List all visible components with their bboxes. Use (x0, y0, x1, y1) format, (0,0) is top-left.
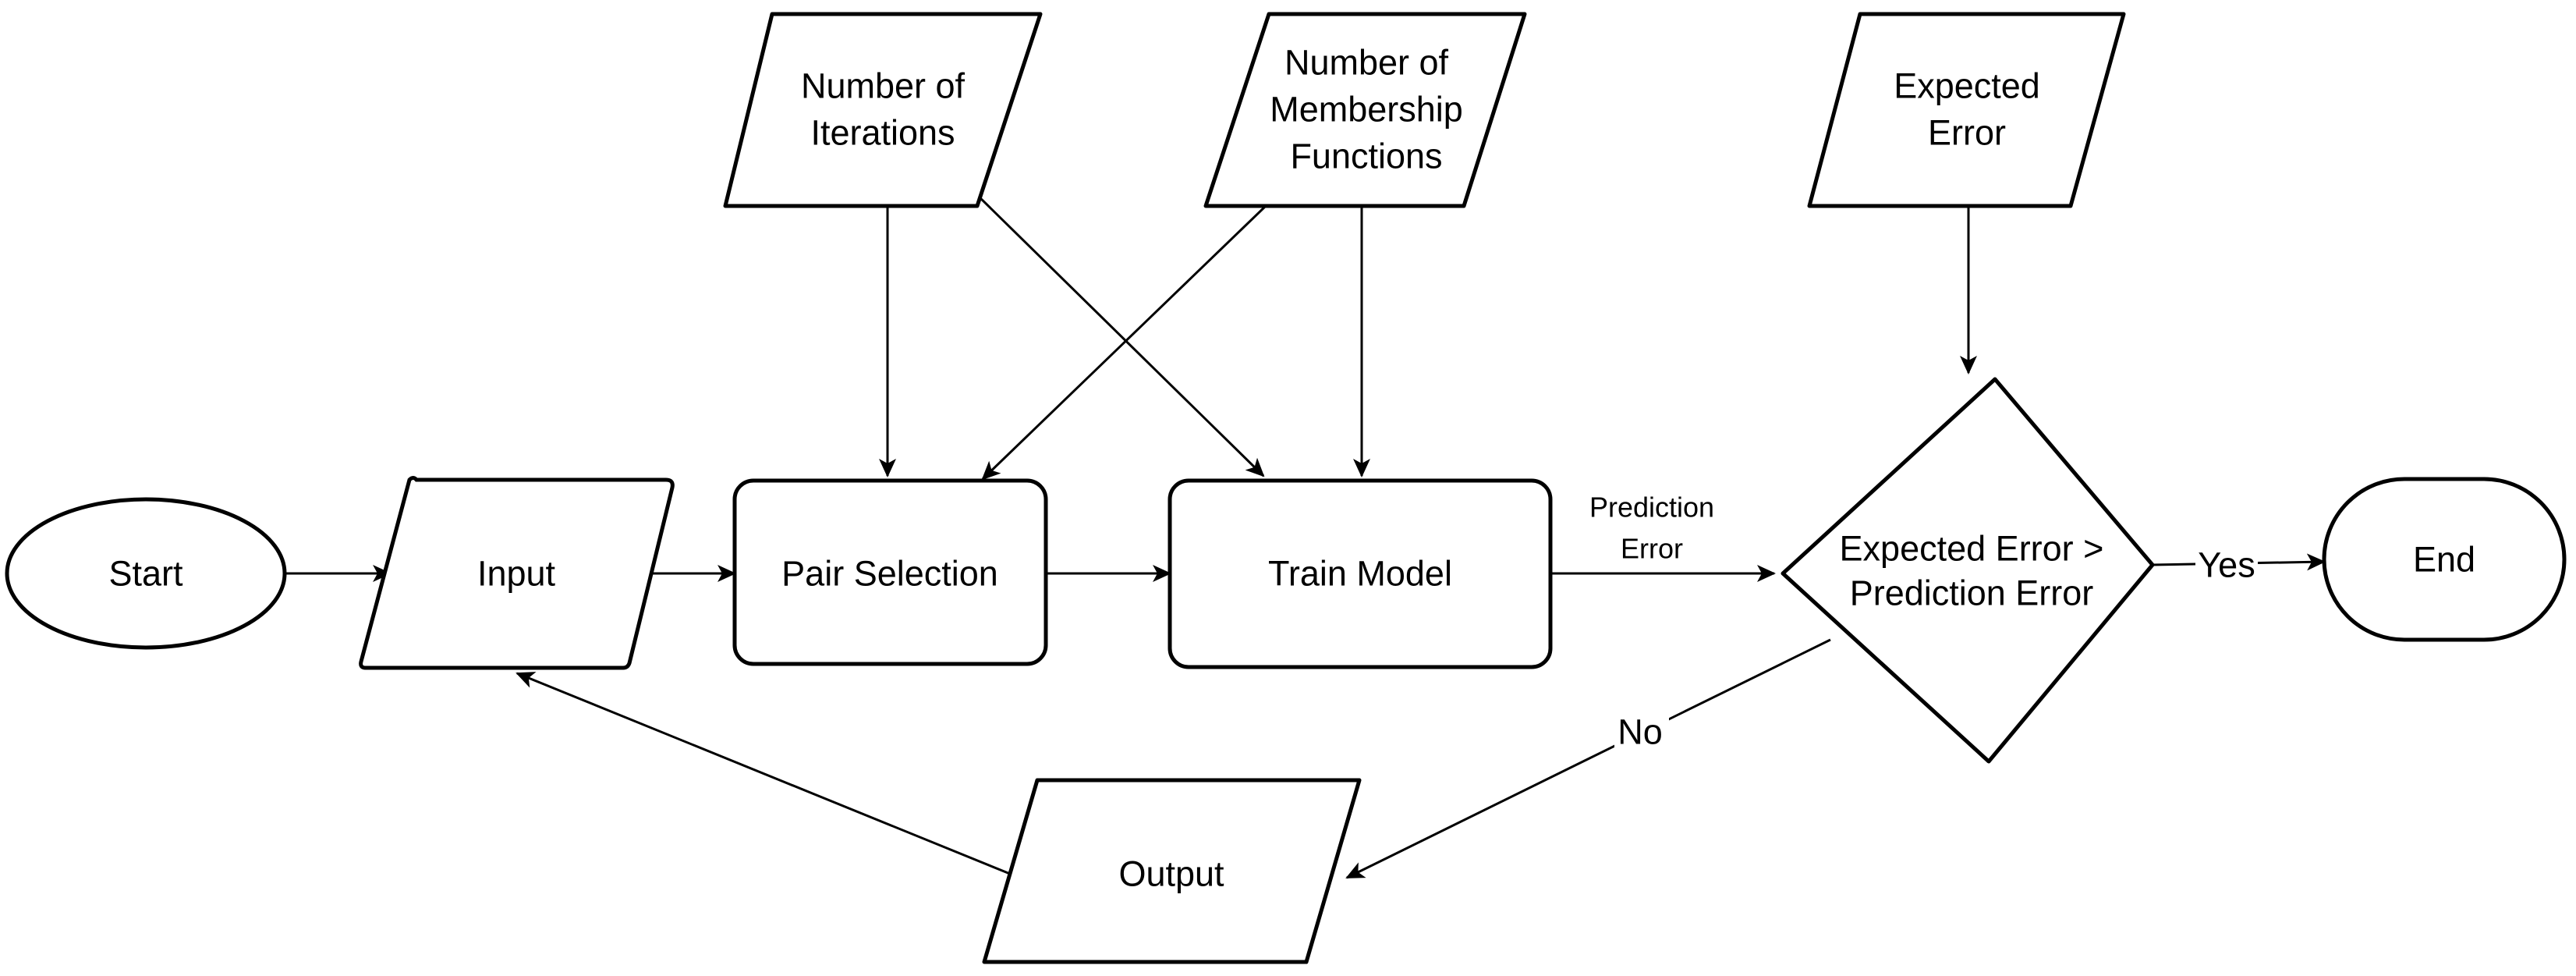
train-model-label: Train Model (1268, 554, 1452, 594)
edge-output-input (516, 672, 1011, 875)
end-label: End (2413, 540, 2475, 580)
prediction-error-label-line2: Error (1621, 533, 1683, 565)
iterations-label-line2: Iterations (810, 113, 955, 153)
input-node: Input (359, 476, 675, 670)
pair-selection-node: Pair Selection (732, 478, 1048, 666)
iterations-label-line1: Number of (801, 66, 966, 106)
expected-error-label-line2: Error (1928, 113, 2006, 153)
membership-label-line3: Functions (1290, 137, 1442, 176)
edge-decision-output (1345, 638, 1831, 879)
start-label: Start (108, 554, 183, 594)
decision-node: Expected Error > Prediction Error (1781, 377, 2155, 764)
edge-label-no: No (1614, 712, 1669, 752)
output-label: Output (1118, 854, 1224, 894)
expected-error-node: Expected Error (1807, 12, 2126, 208)
prediction-error-label-line1: Prediction (1589, 492, 1714, 523)
yes-label: Yes (2198, 545, 2255, 585)
pair-selection-label: Pair Selection (781, 554, 998, 594)
expected-error-label-line1: Expected (1894, 66, 2040, 106)
end-node: End (2322, 477, 2567, 642)
edge-iterations-train-model (976, 193, 1265, 477)
output-node: Output (982, 778, 1362, 964)
start-node: Start (5, 497, 287, 650)
edge-label-yes: Yes (2195, 545, 2258, 585)
decision-label-line1: Expected Error > (1840, 529, 2104, 569)
decision-label-line2: Prediction Error (1850, 573, 2094, 613)
edge-membership-pair-selection (981, 204, 1267, 481)
iterations-node: Number of Iterations (723, 12, 1043, 208)
membership-label-line1: Number of (1284, 43, 1449, 83)
edge-label-prediction-error: Prediction Error (1589, 492, 1714, 565)
membership-node: Number of Membership Functions (1203, 12, 1527, 208)
no-label: No (1618, 712, 1663, 752)
train-model-node: Train Model (1168, 478, 1553, 669)
input-label: Input (477, 554, 556, 594)
membership-label-line2: Membership (1270, 90, 1463, 130)
